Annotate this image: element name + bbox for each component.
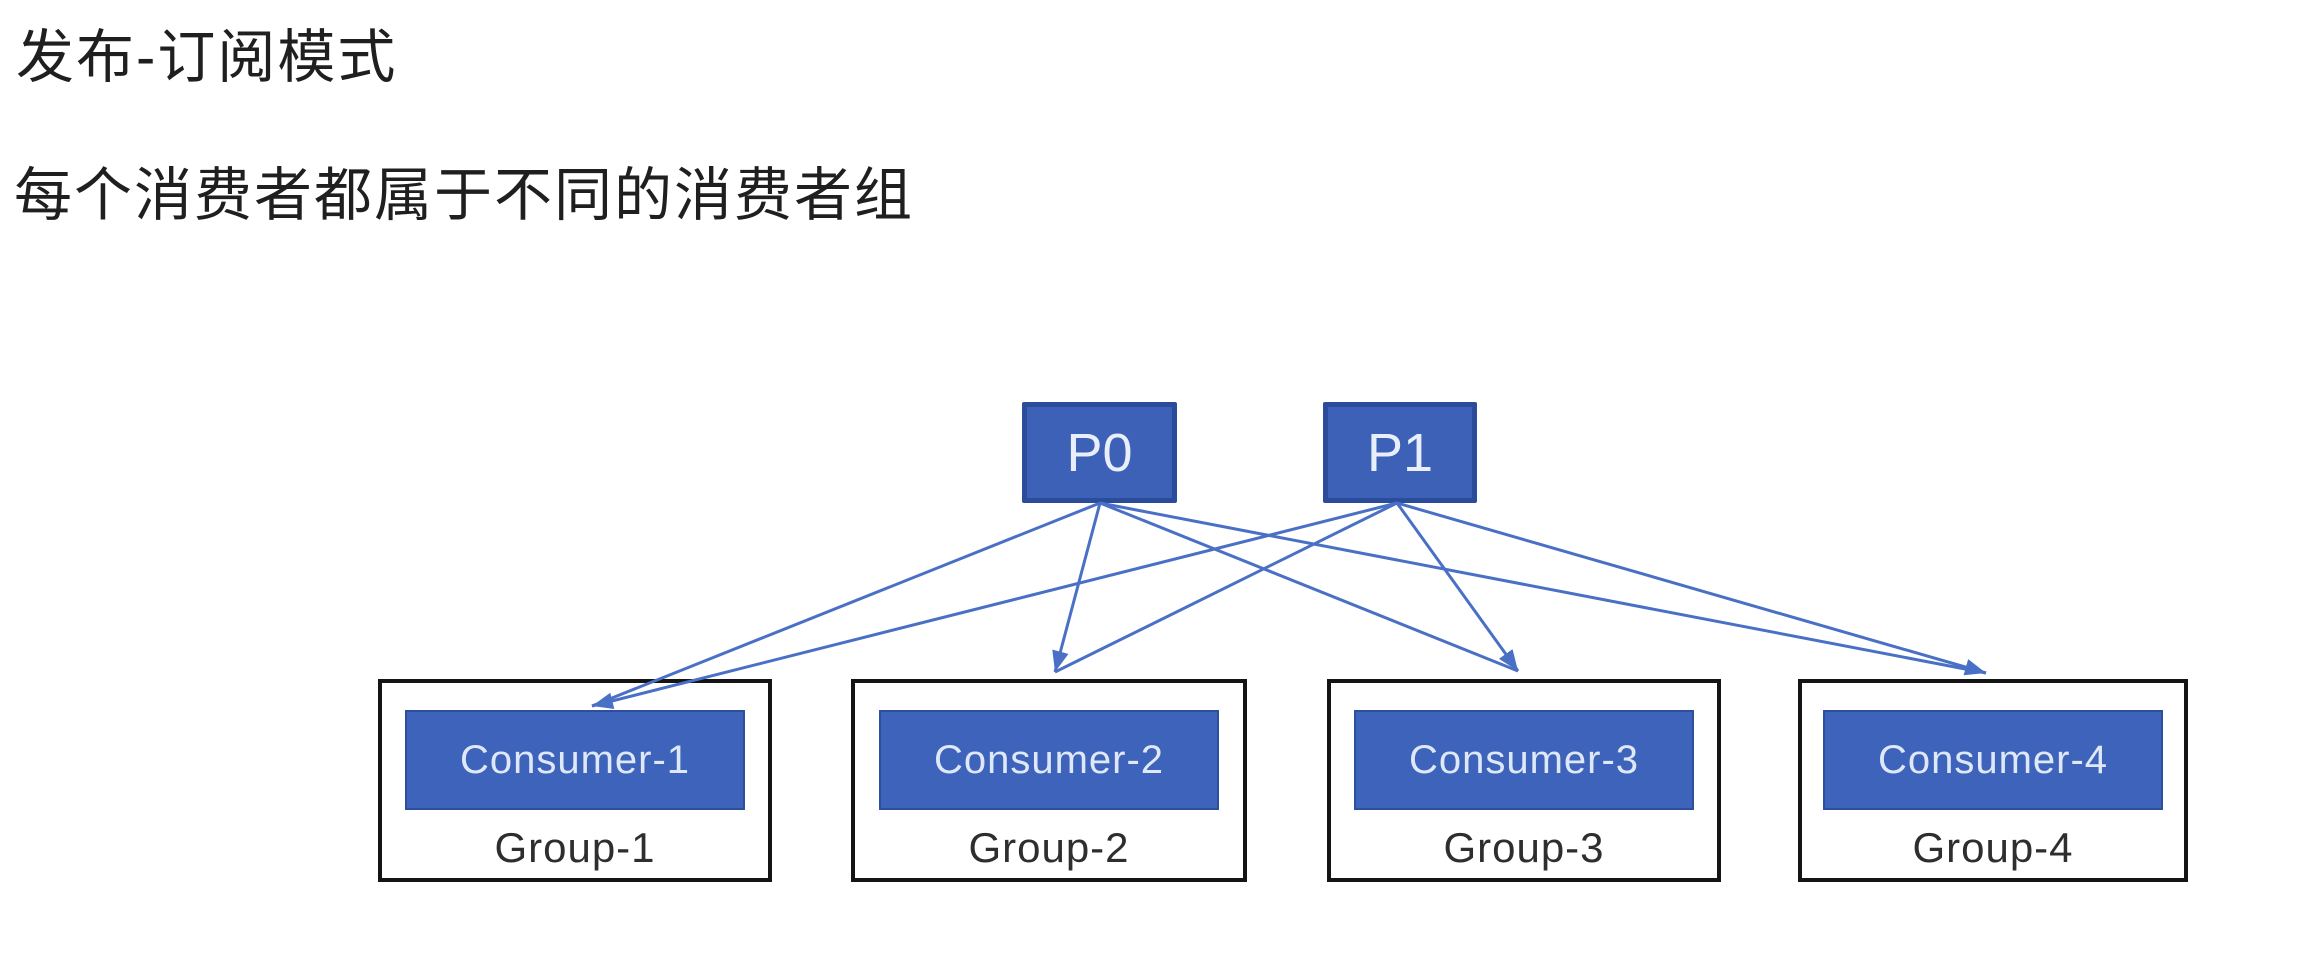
consumer-label-1: Consumer-1: [459, 737, 691, 782]
partition-box-p0: P0: [1022, 402, 1177, 503]
consumer-box-3: Consumer-3: [1354, 710, 1694, 810]
group-box-1: Consumer-1 Group-1: [378, 679, 772, 882]
group-box-2: Consumer-2 Group-2: [851, 679, 1247, 882]
consumer-label-4: Consumer-4: [1877, 737, 2109, 782]
group-box-3: Consumer-3 Group-3: [1327, 679, 1721, 882]
page-title: 发布-订阅模式: [16, 25, 398, 90]
consumer-box-2: Consumer-2: [879, 710, 1219, 810]
page-subtitle: 每个消费者都属于不同的消费者组: [14, 163, 915, 228]
partition-box-p1: P1: [1323, 402, 1477, 503]
arrow-p0-to-consumer-2: [1052, 502, 1102, 673]
group-label-1: Group-1: [494, 824, 656, 871]
arrow-p1-to-consumer-1: [591, 501, 1398, 710]
group-label-4: Group-4: [1912, 824, 2074, 871]
arrow-p1-to-consumer-2: [1054, 501, 1398, 674]
arrow-p0-to-consumer-1: [591, 501, 1101, 708]
group-label-2: Group-2: [968, 824, 1130, 871]
arrow-p0-to-consumer-4: [1099, 501, 1987, 675]
group-label-3: Group-3: [1443, 824, 1605, 871]
group-box-4: Consumer-4 Group-4: [1798, 679, 2188, 882]
consumer-box-4: Consumer-4: [1823, 710, 2163, 810]
arrow-p1-to-consumer-3: [1395, 502, 1520, 672]
consumer-label-2: Consumer-2: [933, 737, 1165, 782]
arrow-p1-to-consumer-4: [1396, 501, 1987, 676]
consumer-label-3: Consumer-3: [1408, 737, 1640, 782]
consumer-box-1: Consumer-1: [405, 710, 745, 810]
partition-label-p0: P0: [1066, 422, 1133, 483]
arrow-p0-to-consumer-3: [1099, 501, 1519, 673]
partition-label-p1: P1: [1366, 422, 1434, 483]
